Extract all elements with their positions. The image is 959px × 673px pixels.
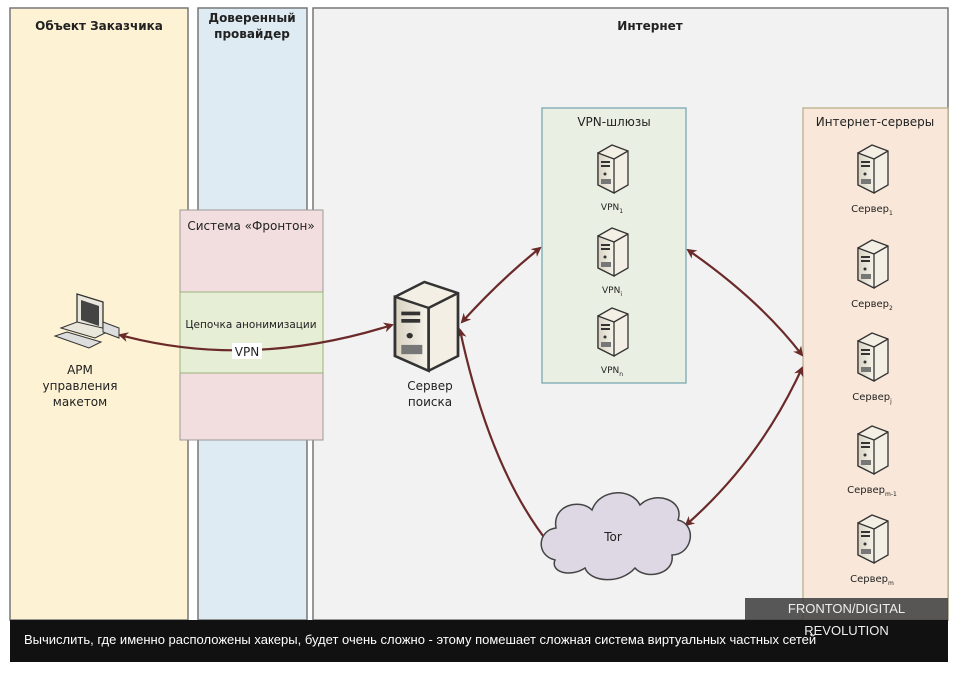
workstation-label-line3: макетом [53,395,107,409]
server-icon [597,307,629,357]
arrow-vpn-servers [686,248,804,357]
arrow-search-tor [456,328,552,547]
arrow-tor-servers [684,366,804,527]
server-icon [597,144,629,194]
tor-cloud-icon [540,492,692,581]
internet-zone-title: Интернет [617,19,682,33]
svg-text:VPN1: VPN1 [601,203,623,215]
customer-zone-title: Объект Заказчика [35,19,163,33]
anonymization-chain-box [179,291,324,374]
vpn-tag [232,343,262,359]
chain-label: Цепочка анонимизации [185,319,316,331]
workstation-label-line2: управления [43,379,118,393]
server-icon [857,239,889,289]
server-icon [857,332,889,382]
search-server-label-line1: Сервер [407,379,452,393]
svg-text:VPNn: VPNn [601,366,623,378]
svg-text:Серверm: Серверm [850,574,894,587]
vpn-gateway-1: VPN1 [597,144,629,215]
vpn-tag-label: VPN [235,345,259,359]
svg-text:Серверm-1: Серверm-1 [847,485,897,498]
provider-zone-title-line1: Доверенный [208,11,295,25]
image-caption: Вычислить, где именно расположены хакеры… [10,620,948,662]
internet-server-m-1: Серверm-1 [847,425,897,498]
workstation-icon [53,293,120,349]
arrow-search-vpn [460,246,542,324]
provider-zone-title-line2: провайдер [214,27,290,41]
search-server-label-line2: поиска [408,395,452,409]
svg-text:VPNi: VPNi [602,286,622,298]
internet-servers-title: Интернет-серверы [816,115,935,129]
internet-server-m: Серверm [850,514,894,587]
server-icon [597,227,629,277]
vpn-gateways-title: VPN-шлюзы [577,115,650,129]
internet-server-j: Серверj [852,332,892,405]
svg-text:Сервер2: Сервер2 [851,299,893,312]
vpn-gateway-n: VPNn [597,307,629,378]
internet-server-1: Сервер1 [851,144,893,217]
internet-server-2: Сервер2 [851,239,893,312]
svg-text:Серверj: Серверj [852,392,892,405]
fronton-title: Система «Фронтон» [187,219,314,233]
workstation-label-line1: АРМ [67,363,93,377]
server-icon [857,514,889,564]
search-server-icon [393,280,460,373]
svg-text:Сервер1: Сервер1 [851,204,893,217]
image-credit: FRONTON/DIGITAL REVOLUTION [745,598,948,638]
server-icon [857,425,889,475]
vpn-gateway-i: VPNi [597,227,629,298]
server-icon [857,144,889,194]
tor-label: Tor [603,530,622,544]
